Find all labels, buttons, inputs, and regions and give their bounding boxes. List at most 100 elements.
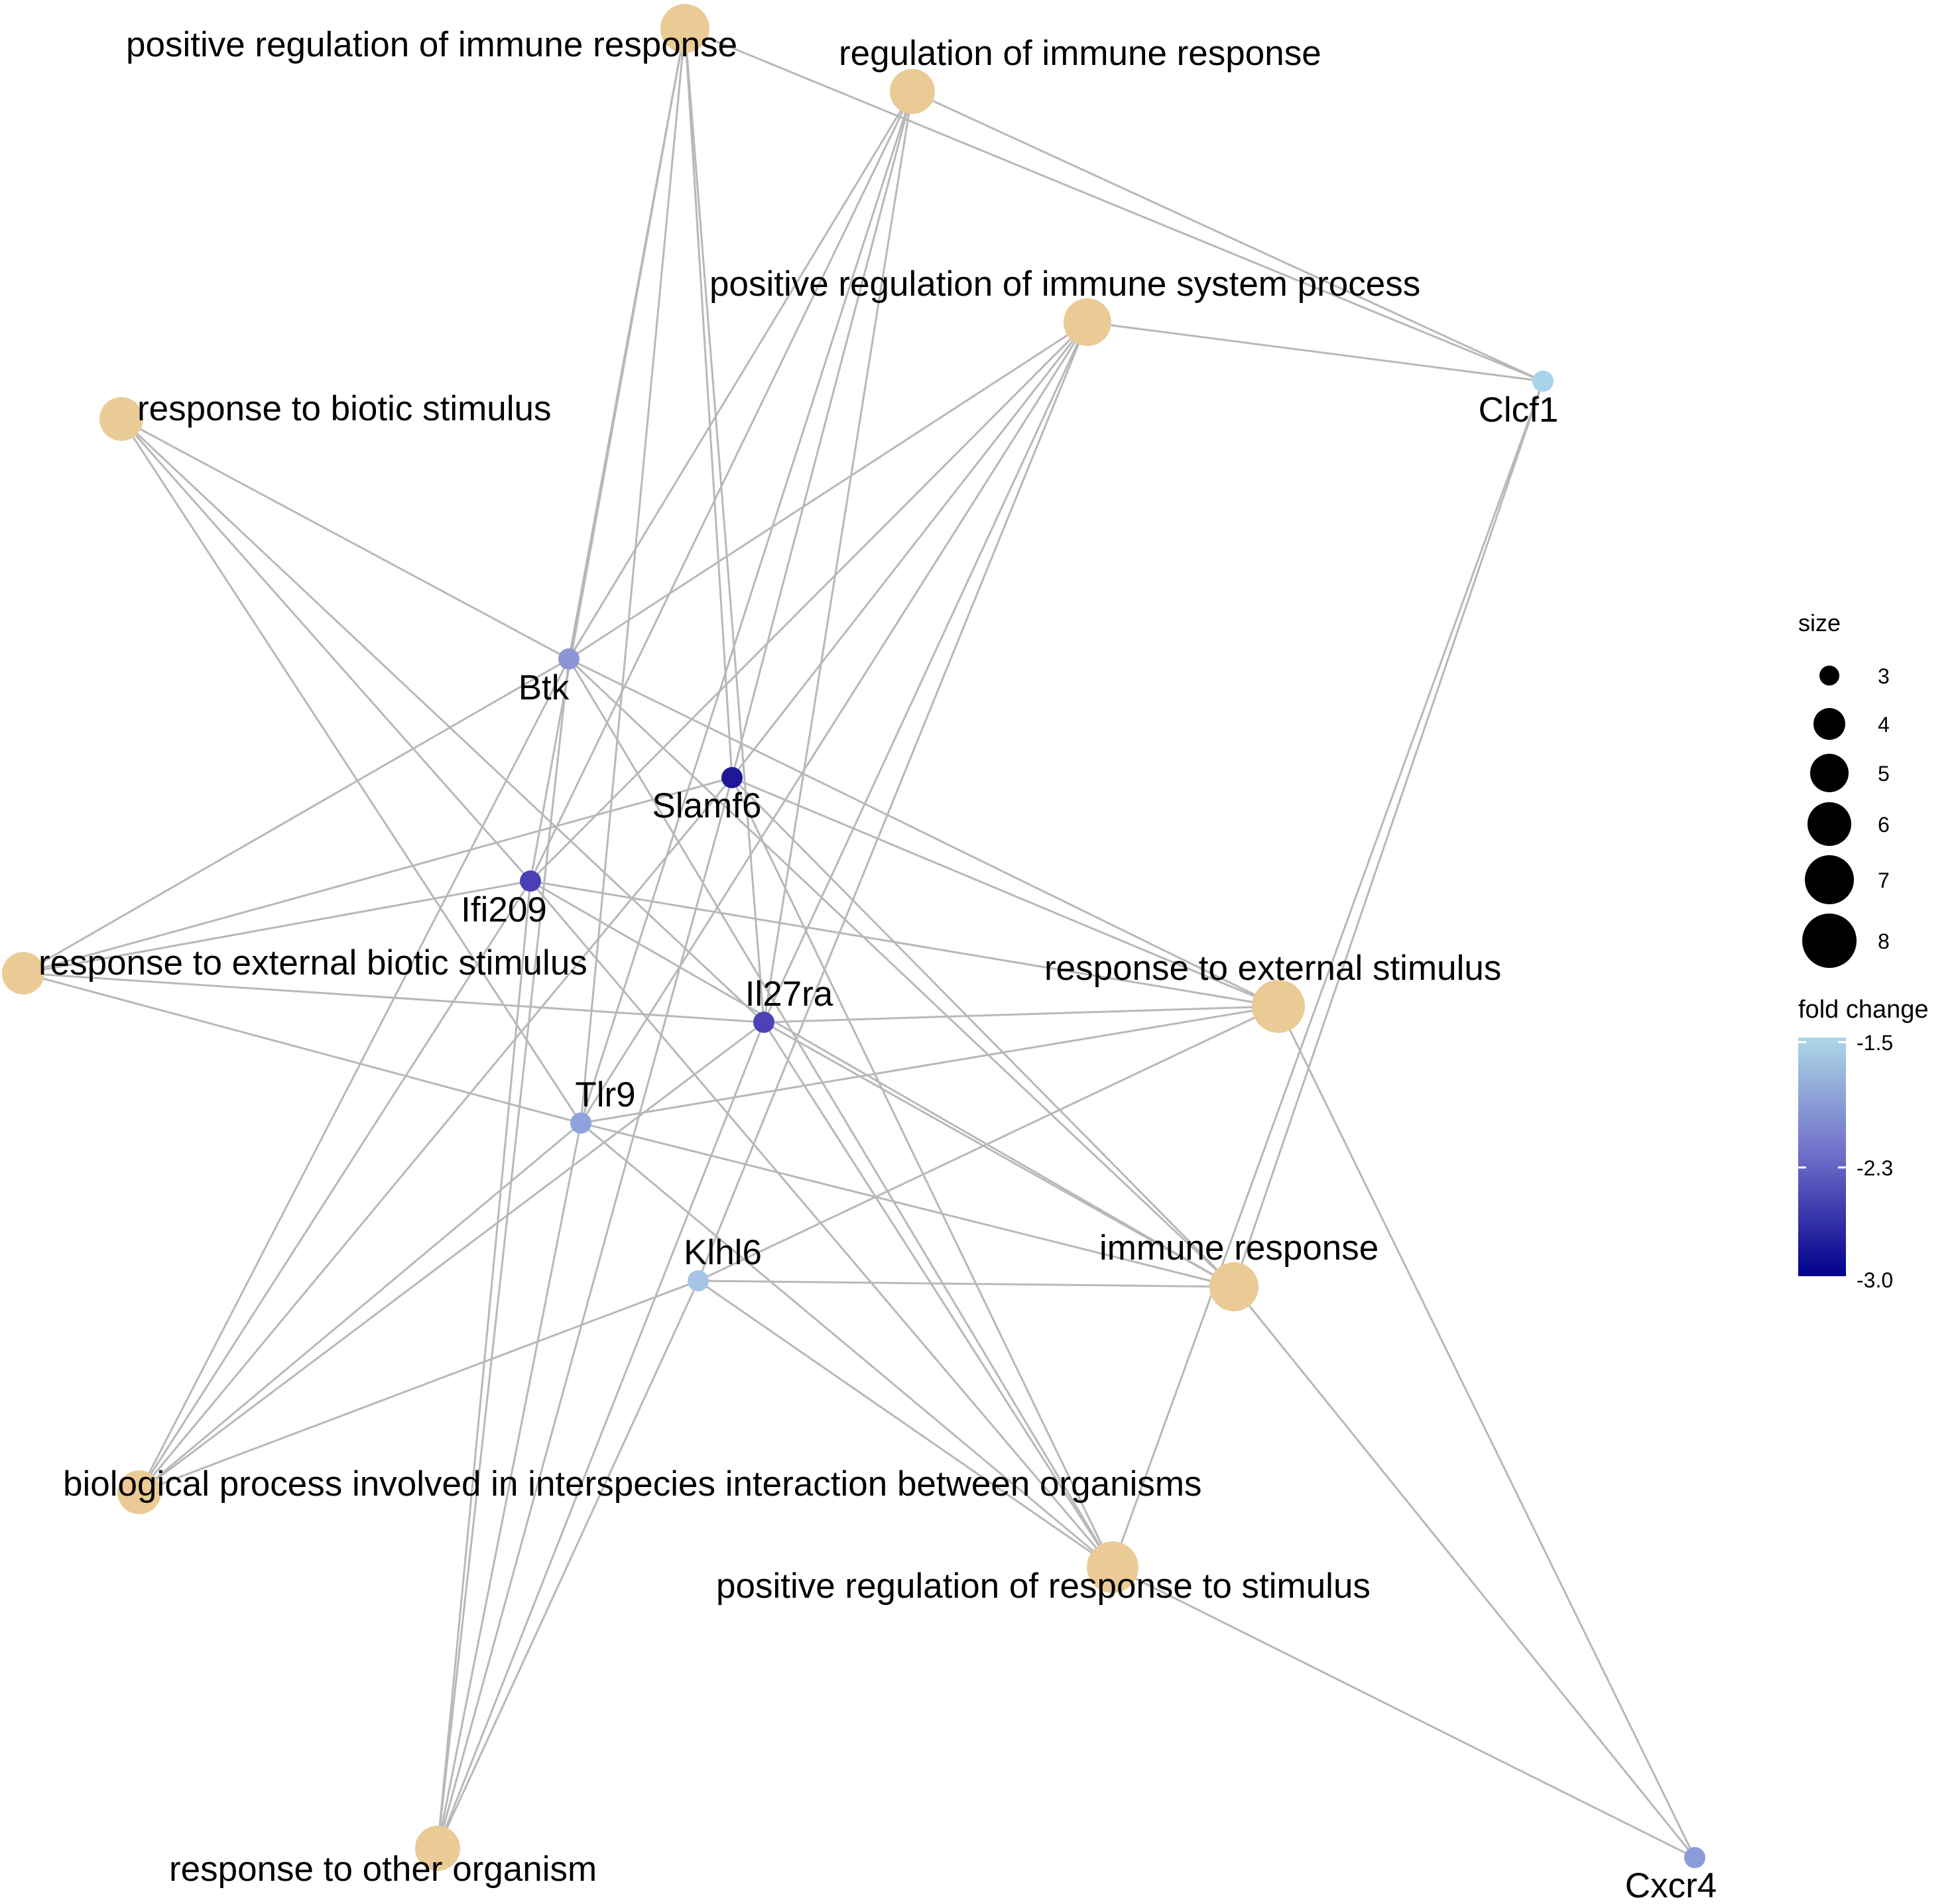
term-label-immune_response: immune response: [1099, 1228, 1378, 1268]
gene-nodes-layer: [520, 371, 1705, 1868]
gene-label-Clcf1: Clcf1: [1479, 390, 1559, 430]
term-label-bio_process_interspecies: biological process involved in interspec…: [63, 1464, 1202, 1504]
term-node-pos_reg_immune_response: [660, 4, 709, 53]
edge-Ifi209-pos_reg_response_to_stimulus: [529, 880, 1114, 1568]
edge-Btk-pos_reg_response_to_stimulus: [568, 658, 1114, 1568]
size-legend-dot-3: [1819, 666, 1839, 685]
edge-Il27ra-response_to_other_organism: [436, 1022, 765, 1849]
edge-Klhl6-response_to_external_stimulus: [698, 1005, 1279, 1282]
edge-Ifi209-response_to_external_stimulus: [530, 880, 1279, 1008]
size-legend-label-5: 5: [1878, 762, 1890, 786]
colorbar-ticks: -1.5 -2.3 -3.0: [1798, 1031, 1893, 1292]
edge-Slamf6-response_to_external_stimulus: [731, 776, 1279, 1008]
edge-Ifi209-immune_response: [530, 880, 1235, 1288]
edge-Klhl6-bio_process_interspecies: [139, 1279, 699, 1494]
gene-node-Cxcr4: [1684, 1847, 1705, 1868]
edge-Ifi209-response_to_biotic_stimulus: [120, 418, 532, 882]
term-node-pos_reg_response_to_stimulus: [1087, 1541, 1138, 1593]
edge-Cxcr4-pos_reg_response_to_stimulus: [1112, 1566, 1695, 1859]
term-label-reg_immune_response: regulation of immune response: [839, 34, 1321, 73]
edge-Il27ra-bio_process_interspecies: [139, 1021, 765, 1494]
edge-Tlr9-bio_process_interspecies: [139, 1122, 581, 1494]
edge-Btk-bio_process_interspecies: [138, 658, 570, 1493]
size-legend-label-6: 6: [1878, 813, 1890, 837]
gene-node-Slamf6: [721, 767, 743, 788]
edge-Tlr9-pos_reg_immune_response: [580, 28, 686, 1124]
edge-Tlr9-pos_reg_immune_system_process: [580, 322, 1089, 1124]
term-node-pos_reg_immune_system_process: [1064, 298, 1111, 346]
gene-label-Slamf6: Slamf6: [652, 786, 762, 825]
gene-node-Clcf1: [1532, 371, 1554, 392]
term-node-immune_response: [1209, 1262, 1258, 1311]
edge-Klhl6-pos_reg_immune_system_process: [697, 322, 1089, 1281]
gene-label-Ifi209: Ifi209: [461, 890, 547, 929]
term-labels-layer: positive regulation of immune response re…: [38, 25, 1501, 1889]
gene-node-Il27ra: [753, 1012, 774, 1033]
edge-Btk-response_to_external_stimulus: [568, 658, 1279, 1008]
edge-Il27ra-pos_reg_immune_system_process: [763, 322, 1089, 1023]
edge-Btk-response_to_biotic_stimulus: [121, 418, 570, 660]
edge-Clcf1-pos_reg_immune_system_process: [1087, 321, 1544, 383]
term-node-response_to_external_biotic_stimulus: [2, 952, 44, 994]
edge-Il27ra-immune_response: [763, 1021, 1235, 1288]
edge-Slamf6-immune_response: [731, 776, 1235, 1288]
size-legend-dot-5: [1810, 754, 1849, 792]
term-node-reg_immune_response: [890, 69, 935, 114]
fold-change-legend-title: fold change: [1798, 996, 1929, 1024]
gene-label-Klhl6: Klhl6: [684, 1233, 762, 1272]
term-node-response_to_external_stimulus: [1252, 980, 1305, 1033]
edge-Ifi209-bio_process_interspecies: [138, 880, 532, 1493]
term-label-pos_reg_response_to_stimulus: positive regulation of response to stimu…: [716, 1567, 1371, 1606]
gene-label-Btk: Btk: [519, 668, 570, 707]
edge-Clcf1-pos_reg_response_to_stimulus: [1111, 381, 1544, 1568]
edge-Tlr9-response_to_external_biotic_stimulus: [23, 972, 581, 1124]
term-node-bio_process_interspecies: [117, 1470, 161, 1514]
edge-Clcf1-pos_reg_immune_response: [684, 27, 1544, 383]
size-legend-label-8: 8: [1878, 929, 1890, 953]
edges-layer: [23, 27, 1696, 1859]
edge-Klhl6-pos_reg_response_to_stimulus: [698, 1279, 1113, 1569]
edge-Cxcr4-response_to_external_stimulus: [1277, 1006, 1696, 1858]
term-node-response_to_biotic_stimulus: [99, 397, 143, 441]
edge-Tlr9-response_to_biotic_stimulus: [120, 418, 582, 1124]
edge-Slamf6-reg_immune_response: [731, 91, 914, 778]
edge-Slamf6-response_to_external_biotic_stimulus: [23, 776, 733, 975]
edge-Clcf1-reg_immune_response: [912, 90, 1544, 383]
edge-Slamf6-response_to_other_organism: [436, 777, 733, 1849]
gene-label-Il27ra: Il27ra: [745, 975, 833, 1014]
edge-Tlr9-pos_reg_response_to_stimulus: [580, 1122, 1113, 1569]
edge-Btk-response_to_other_organism: [436, 658, 570, 1849]
term-label-response_to_biotic_stimulus: response to biotic stimulus: [137, 389, 552, 428]
size-legend-dot-4: [1813, 708, 1845, 740]
size-legend-dot-7: [1805, 855, 1854, 904]
edge-Slamf6-pos_reg_immune_system_process: [731, 322, 1089, 778]
colorbar-tick-label-2: -3.0: [1857, 1268, 1893, 1292]
edge-Btk-response_to_external_biotic_stimulus: [23, 658, 570, 975]
size-legend-label-7: 7: [1878, 868, 1890, 892]
edge-Il27ra-pos_reg_response_to_stimulus: [763, 1022, 1114, 1568]
term-label-pos_reg_immune_response: positive regulation of immune response: [126, 25, 737, 64]
gene-node-Ifi209: [520, 870, 541, 892]
edge-Btk-immune_response: [568, 658, 1235, 1288]
gene-node-Klhl6: [688, 1270, 709, 1291]
gene-node-Tlr9: [570, 1112, 591, 1134]
colorbar-tick-label-1: -2.3: [1857, 1156, 1893, 1180]
edge-Slamf6-bio_process_interspecies: [138, 777, 733, 1493]
size-legend-dot-6: [1807, 802, 1851, 846]
edge-Ifi209-response_to_other_organism: [436, 880, 532, 1849]
term-label-pos_reg_immune_system_process: positive regulation of immune system pro…: [709, 265, 1420, 304]
edge-Slamf6-pos_reg_response_to_stimulus: [731, 777, 1114, 1568]
edge-Slamf6-pos_reg_immune_response: [684, 28, 733, 778]
edge-Ifi209-pos_reg_immune_response: [529, 28, 686, 882]
edge-Tlr9-reg_immune_response: [580, 91, 914, 1124]
edge-Il27ra-reg_immune_response: [763, 91, 914, 1023]
term-label-response_to_external_stimulus: response to external stimulus: [1044, 949, 1501, 988]
edge-Klhl6-response_to_other_organism: [436, 1280, 700, 1849]
term-nodes-layer: [2, 4, 1305, 1871]
colorbar-tick-label-0: -1.5: [1857, 1031, 1893, 1055]
size-legend-label-4: 4: [1878, 713, 1890, 737]
term-label-response_to_other_organism: response to other organism: [169, 1850, 597, 1889]
